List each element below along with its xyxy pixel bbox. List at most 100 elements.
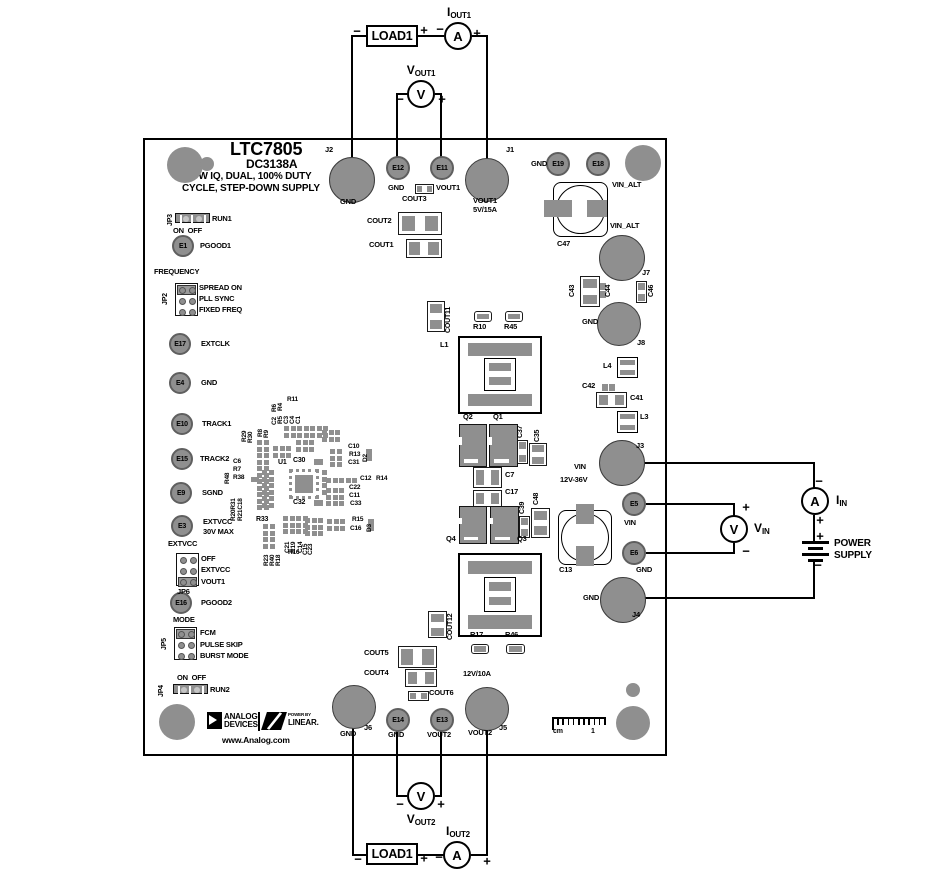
silkscreen-label: SUPPLY — [834, 550, 872, 561]
smd-component — [257, 485, 262, 491]
silkscreen-label: COUT1 — [369, 240, 394, 249]
capacitor — [580, 276, 600, 307]
smd-component — [257, 453, 262, 458]
silkscreen-label: PGOOD1 — [200, 241, 231, 250]
silkscreen-label-vertical: JP5 — [161, 638, 168, 650]
wire-segment — [440, 93, 442, 169]
smd-component — [263, 537, 268, 542]
smd-component — [262, 470, 267, 475]
jumper-pin — [180, 567, 187, 575]
capacitor-pad — [587, 200, 607, 217]
silkscreen-label: GND — [340, 197, 357, 206]
silkscreen-label: Q1 — [493, 412, 503, 421]
smd-component — [602, 384, 608, 391]
jumper-pin — [189, 308, 196, 316]
smd-component — [322, 489, 327, 495]
silkscreen-label: VIN_ALT — [610, 221, 640, 230]
silkscreen-label: C41 — [630, 393, 644, 402]
ruler-tick — [593, 717, 596, 725]
smd-component — [305, 518, 310, 523]
board-desc-line1: LOW IQ, DUAL, 100% DUTY — [185, 171, 312, 182]
jumper-shunt-mark — [204, 215, 206, 223]
jumper-pin — [178, 630, 185, 638]
meter-label-main: V — [406, 63, 415, 77]
silkscreen-label: GND — [388, 730, 405, 739]
smd-component — [326, 501, 331, 506]
silkscreen-label: C10 — [348, 443, 360, 450]
wire-segment — [418, 35, 444, 37]
silkscreen-label: EXTVCC — [201, 565, 231, 574]
turret-pad — [599, 440, 645, 486]
meter-label-sub: OUT2 — [414, 818, 436, 827]
silkscreen-label: 5V/15A — [473, 205, 497, 214]
silkscreen-label: J1 — [506, 145, 514, 154]
silkscreen-label: R11 — [287, 396, 298, 403]
smd-component — [322, 436, 327, 442]
smd-component — [296, 440, 301, 445]
wire-segment — [802, 553, 829, 556]
smd-component — [290, 432, 296, 438]
silkscreen-label: Q4 — [446, 534, 456, 543]
smd-component — [339, 478, 344, 483]
smd-component — [257, 472, 262, 478]
smd-component — [323, 426, 328, 431]
jumper-pin — [188, 652, 195, 660]
smd-component — [309, 440, 314, 445]
silkscreen-label: TRACK1 — [202, 419, 232, 428]
silkscreen-label: FREQUENCY — [154, 267, 200, 276]
smd-component — [296, 529, 301, 534]
smd-component — [330, 462, 335, 467]
silkscreen-label: RUN1 — [212, 214, 232, 223]
ruler-tick — [598, 717, 601, 725]
wire-segment — [646, 503, 735, 505]
wire-segment — [435, 795, 442, 797]
smd-component — [609, 384, 615, 391]
smd-component — [268, 476, 274, 482]
silkscreen-label: U1 — [278, 459, 287, 466]
smd-component — [263, 505, 269, 510]
wire-segment — [646, 552, 735, 554]
test-point-e5: E5 — [622, 492, 646, 516]
smd-component — [305, 524, 310, 530]
silkscreen-label: R33 — [256, 516, 269, 523]
smd-component — [263, 446, 269, 452]
jumper-pin — [194, 687, 200, 693]
silkscreen-label: PLL SYNC — [199, 294, 235, 303]
silkscreen-label: L4 — [603, 361, 612, 370]
wire-segment — [396, 93, 398, 169]
smd-component — [333, 519, 339, 524]
capacitor — [529, 443, 547, 466]
capacitor — [408, 691, 429, 701]
jumper-pin — [180, 578, 187, 586]
ruler-tick — [562, 717, 564, 725]
smd-component — [339, 494, 344, 500]
wire-segment — [733, 543, 735, 554]
part-number: LTC7805 — [230, 139, 303, 159]
jumper-shunt-mark — [180, 215, 182, 223]
smd-component — [257, 446, 262, 452]
mounting-hole — [159, 704, 195, 740]
logo-linear: LINEAR. — [288, 718, 319, 727]
mounting-hole — [167, 147, 203, 183]
silkscreen-label: J4 — [632, 610, 640, 619]
silkscreen-label-vertical: R30 — [247, 431, 254, 443]
ruler-tick — [578, 717, 580, 725]
ruler-tick — [552, 717, 554, 730]
smd-component — [269, 537, 275, 542]
wire-segment — [802, 541, 829, 544]
silkscreen-label: ON OFF — [177, 673, 207, 682]
capacitor-pad — [576, 546, 594, 566]
polarity-sign: − — [396, 796, 404, 812]
silkscreen-label: GND — [582, 317, 599, 326]
silkscreen-label: L1 — [440, 340, 449, 349]
ruler-tick — [557, 717, 559, 725]
wire-segment — [813, 464, 815, 488]
smd-component — [327, 519, 332, 524]
silkscreen-label: 30V MAX — [203, 527, 234, 536]
smd-component — [336, 462, 342, 467]
board-desc-line2: CYCLE, STEP-DOWN SUPPLY — [182, 183, 320, 194]
smd-component — [269, 543, 275, 549]
silkscreen-label-vertical: D2 — [362, 454, 369, 462]
turret-pad — [600, 577, 646, 623]
inductor-small — [617, 411, 638, 433]
